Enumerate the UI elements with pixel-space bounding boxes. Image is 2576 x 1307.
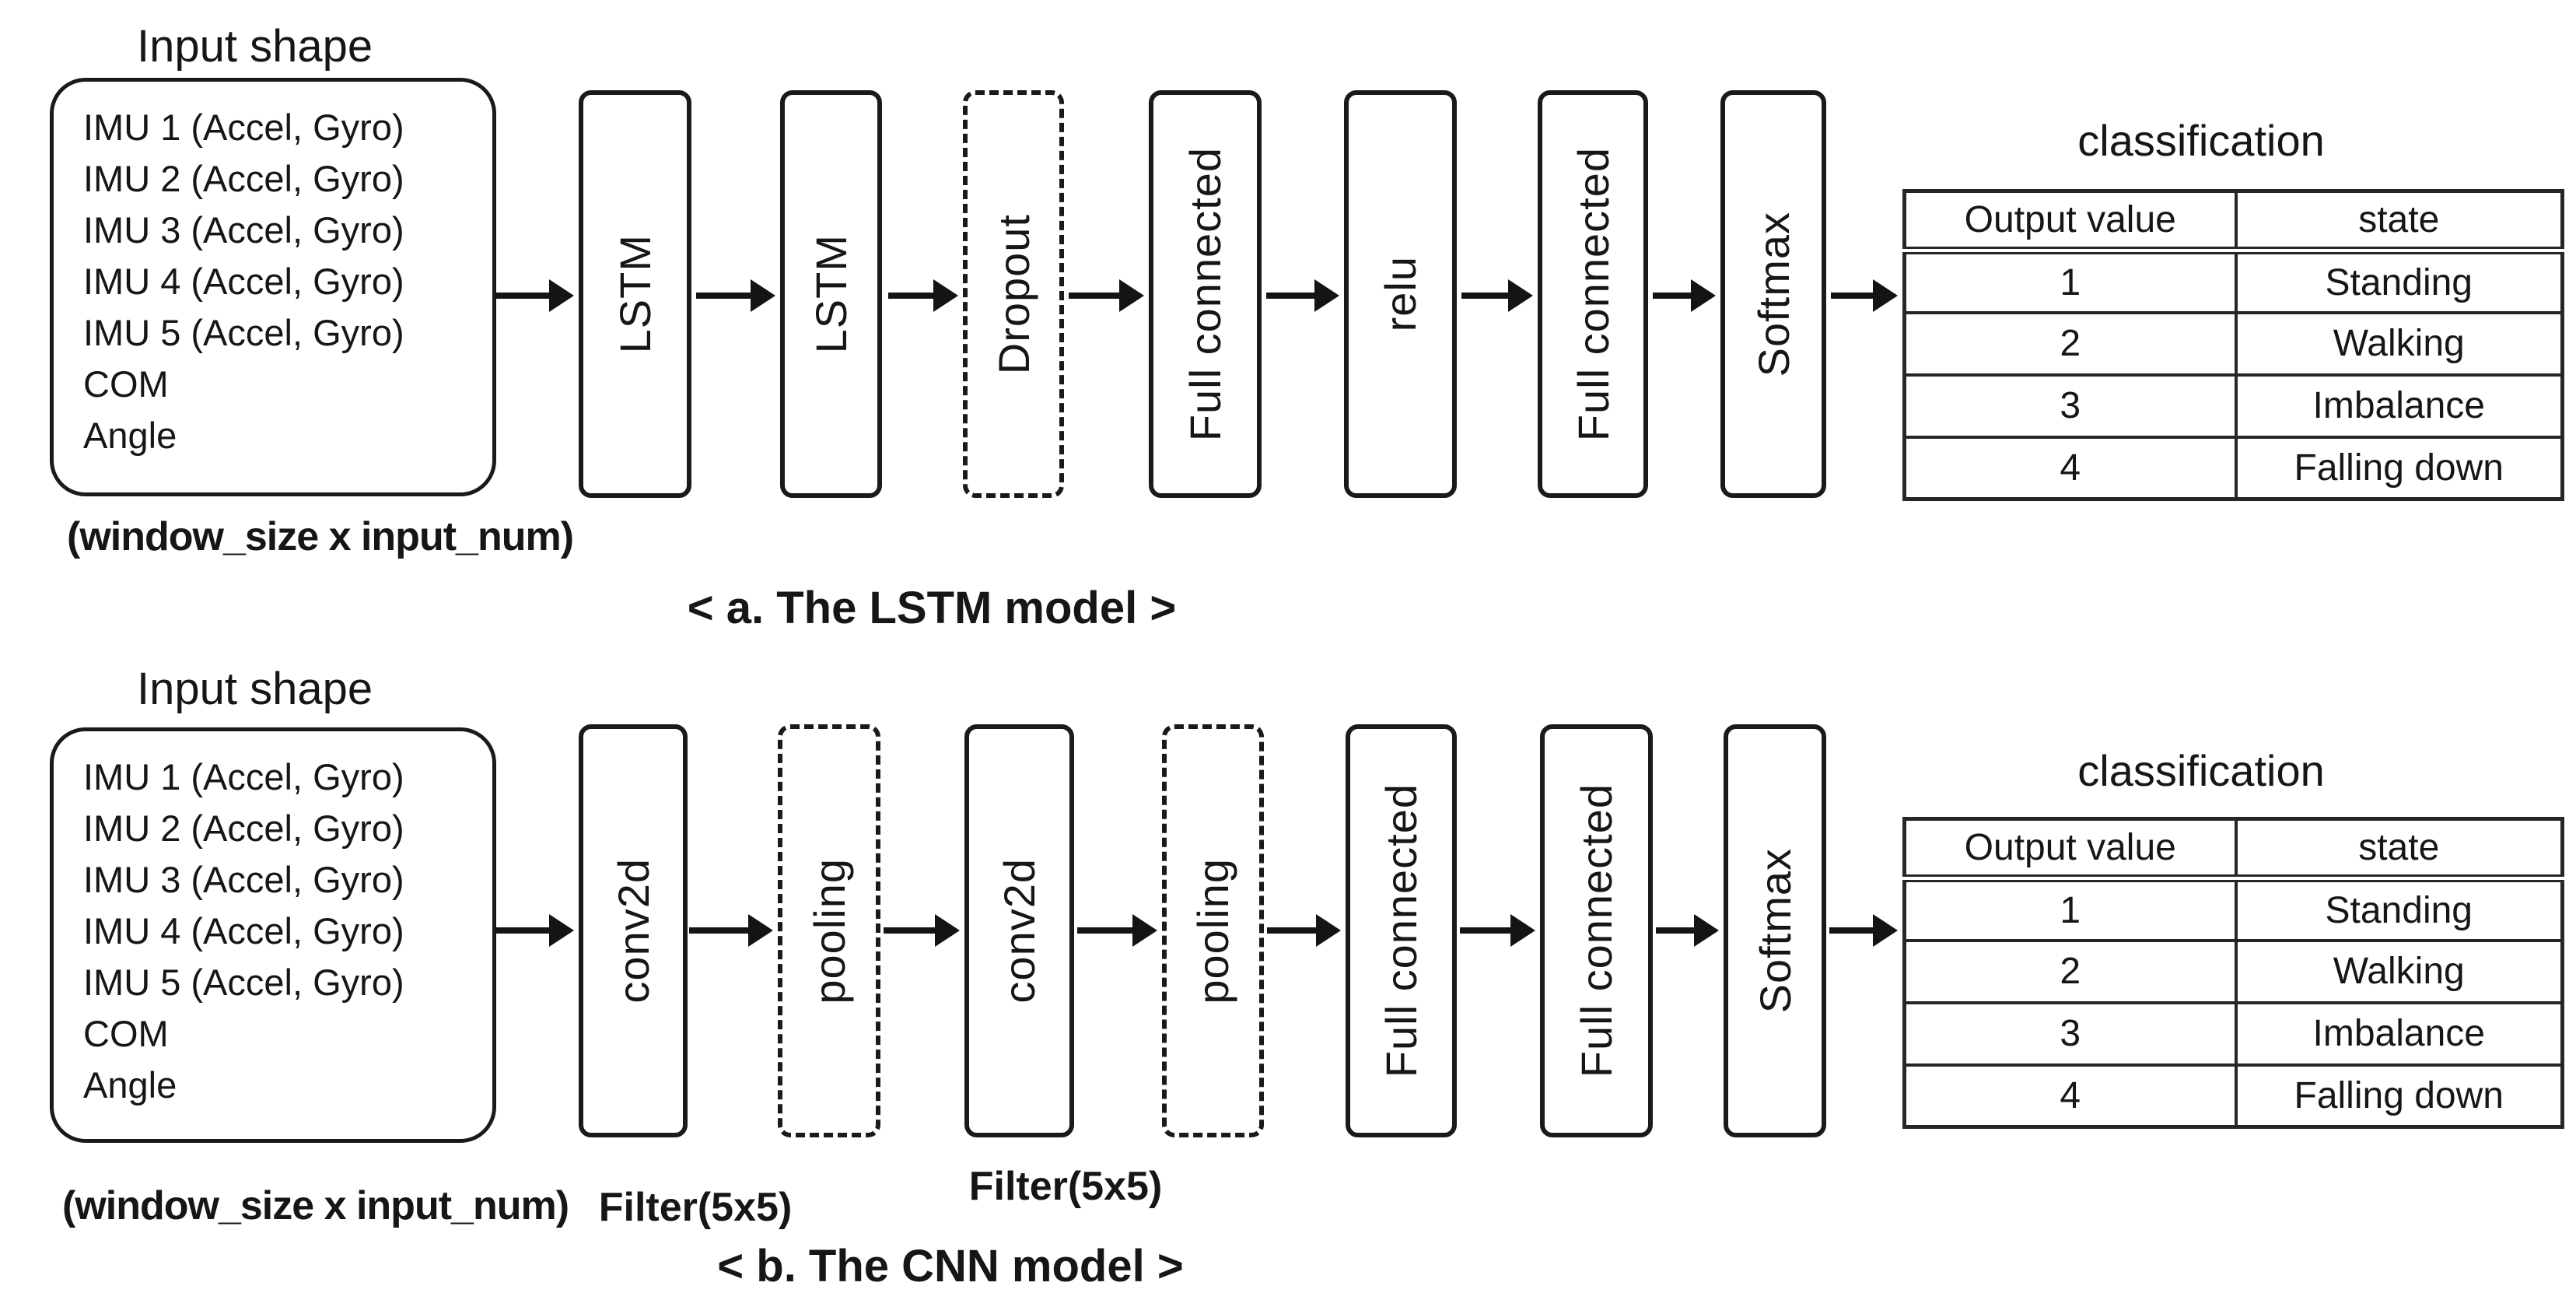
block-dropout: Dropout — [963, 90, 1064, 498]
input-line-imu3: IMU 3 (Accel, Gyro) — [83, 209, 404, 251]
input-line-imu4: IMU 4 (Accel, Gyro) — [83, 910, 404, 951]
table-cell-output: 4 — [1902, 1063, 2238, 1129]
block-softmax: Softmax — [1720, 90, 1826, 498]
input-line-imu5: IMU 5 (Accel, Gyro) — [83, 312, 404, 353]
block-conv2d-2: conv2d — [964, 724, 1074, 1137]
input-line-angle: Angle — [83, 1064, 177, 1106]
block-label: pooling — [804, 857, 854, 1004]
flow-arrow-icon — [495, 279, 574, 312]
filter-size-label-2: Filter(5x5) — [968, 1164, 1163, 1209]
table-cell-output: 3 — [1902, 1000, 2238, 1067]
table-header-state: state — [2234, 817, 2564, 882]
block-pooling-1: pooling — [778, 724, 880, 1137]
filter-size-label-1: Filter(5x5) — [598, 1185, 793, 1230]
classification-title: classification — [2077, 116, 2325, 165]
input-line-angle: Angle — [83, 415, 177, 456]
flow-arrow-icon — [1829, 914, 1898, 947]
block-label: Full connected — [1572, 783, 1621, 1078]
block-full-connected-1: Full connected — [1346, 724, 1457, 1137]
table-cell-state: Falling down — [2234, 435, 2564, 501]
block-pooling-2: pooling — [1162, 724, 1264, 1137]
flow-arrow-icon — [888, 279, 958, 312]
input-box: IMU 1 (Accel, Gyro) IMU 2 (Accel, Gyro) … — [50, 727, 496, 1143]
table-cell-state: Walking — [2234, 310, 2564, 377]
table-cell-state: Standing — [2234, 876, 2564, 942]
input-dimension-note: (window_size x input_num) — [67, 514, 574, 559]
block-lstm-2: LSTM — [780, 90, 882, 498]
table-cell-output: 1 — [1902, 876, 2238, 942]
flow-arrow-icon — [884, 914, 960, 947]
block-relu: relu — [1344, 90, 1457, 498]
table-cell-output: 4 — [1902, 435, 2238, 501]
input-box: IMU 1 (Accel, Gyro) IMU 2 (Accel, Gyro) … — [50, 78, 496, 496]
table-cell-output: 2 — [1902, 938, 2238, 1004]
table-header-output-value: Output value — [1902, 189, 2238, 254]
classification-table: Output value state 1 Standing 2 Walking … — [1902, 189, 2564, 501]
flow-arrow-icon — [1266, 279, 1339, 312]
block-label: Full connected — [1377, 783, 1426, 1078]
panel-b-caption: < b. The CNN model > — [717, 1241, 1184, 1291]
input-line-imu1: IMU 1 (Accel, Gyro) — [83, 107, 404, 148]
flow-arrow-icon — [1656, 914, 1719, 947]
input-line-imu3: IMU 3 (Accel, Gyro) — [83, 859, 404, 900]
table-header-output-value: Output value — [1902, 817, 2238, 882]
flow-arrow-icon — [1069, 279, 1144, 312]
input-line-com: COM — [83, 363, 169, 405]
block-conv2d-1: conv2d — [579, 724, 688, 1137]
panel-a-caption: < a. The LSTM model > — [687, 583, 1177, 633]
table-cell-state: Imbalance — [2234, 1000, 2564, 1067]
table-cell-output: 3 — [1902, 373, 2238, 439]
block-label: conv2d — [995, 858, 1044, 1004]
flow-arrow-icon — [1831, 279, 1898, 312]
block-label: conv2d — [608, 858, 658, 1004]
input-shape-title: Input shape — [137, 664, 373, 714]
table-cell-state: Walking — [2234, 938, 2564, 1004]
block-label: pooling — [1188, 857, 1237, 1004]
table-cell-output: 2 — [1902, 310, 2238, 377]
input-line-imu4: IMU 4 (Accel, Gyro) — [83, 261, 404, 302]
input-line-imu2: IMU 2 (Accel, Gyro) — [83, 158, 404, 199]
classification-table: Output value state 1 Standing 2 Walking … — [1902, 817, 2564, 1129]
flow-arrow-icon — [696, 279, 775, 312]
block-softmax: Softmax — [1724, 724, 1826, 1137]
input-line-com: COM — [83, 1013, 169, 1054]
input-line-imu2: IMU 2 (Accel, Gyro) — [83, 808, 404, 849]
block-full-connected-2: Full connected — [1540, 724, 1653, 1137]
classification-title: classification — [2077, 746, 2325, 795]
block-label: Softmax — [1750, 848, 1800, 1014]
flow-arrow-icon — [689, 914, 773, 947]
input-line-imu1: IMU 1 (Accel, Gyro) — [83, 756, 404, 797]
input-line-imu5: IMU 5 (Accel, Gyro) — [83, 962, 404, 1003]
table-cell-output: 1 — [1902, 248, 2238, 314]
flow-arrow-icon — [1460, 914, 1535, 947]
input-dimension-note: (window_size x input_num) — [62, 1183, 569, 1228]
table-cell-state: Imbalance — [2234, 373, 2564, 439]
block-lstm-1: LSTM — [579, 90, 691, 498]
table-header-state: state — [2234, 189, 2564, 254]
block-full-connected-2: Full connected — [1538, 90, 1648, 498]
block-full-connected-1: Full connected — [1149, 90, 1262, 498]
flow-arrow-icon — [1653, 279, 1716, 312]
flow-arrow-icon — [496, 914, 574, 947]
flow-arrow-icon — [1077, 914, 1157, 947]
flow-arrow-icon — [1461, 279, 1533, 312]
table-cell-state: Falling down — [2234, 1063, 2564, 1129]
flow-arrow-icon — [1267, 914, 1341, 947]
table-cell-state: Standing — [2234, 248, 2564, 314]
input-shape-title: Input shape — [137, 21, 373, 72]
